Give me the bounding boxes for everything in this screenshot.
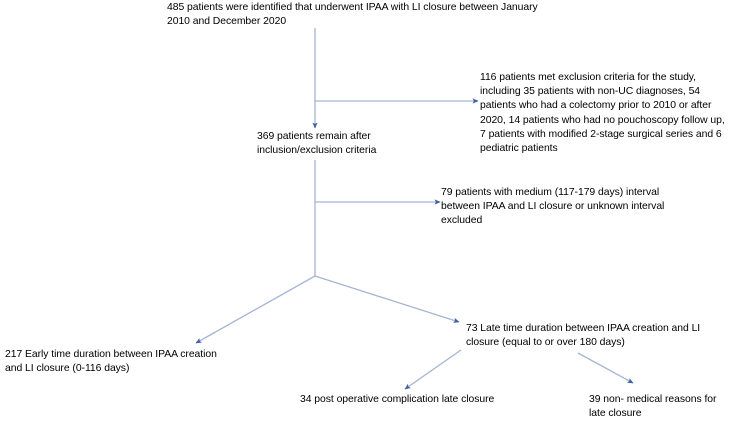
edge-remaining-to-late bbox=[314, 275, 460, 323]
node-non-medical-reasons: 39 non- medical reasons for late closure bbox=[589, 394, 717, 420]
node-late-duration: 73 Late time duration between IPAA creat… bbox=[466, 323, 701, 349]
node-medium-interval-excluded: 79 patients with medium (117-179 days) i… bbox=[441, 187, 665, 227]
edge-late-to-postop bbox=[404, 349, 462, 390]
node-exclusion-criteria: 116 patients met exclusion criteria for … bbox=[480, 72, 725, 155]
edge-remaining-to-early bbox=[195, 275, 316, 344]
node-remaining: 369 patients remain after inclusion/excl… bbox=[257, 131, 377, 157]
node-early-duration: 217 Early time duration between IPAA cre… bbox=[5, 349, 217, 375]
edge-late-to-nonmedical bbox=[577, 352, 634, 384]
node-identified: 485 patients were identified that underw… bbox=[167, 2, 538, 28]
node-post-operative-complication: 34 post operative complication late clos… bbox=[300, 394, 495, 405]
